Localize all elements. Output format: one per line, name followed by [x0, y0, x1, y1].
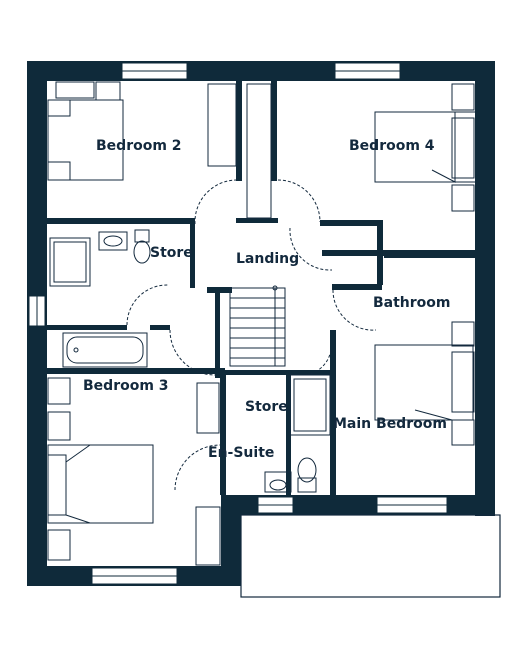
bed-bedroom-3 — [47, 444, 154, 524]
room-label-en-suite: En-Suite — [208, 445, 275, 461]
room-label-bedroom-3: Bedroom 3 — [83, 378, 169, 394]
bed-bedroom-2 — [47, 99, 124, 181]
door-swings — [126, 179, 377, 491]
balcony-outline — [240, 514, 501, 598]
bath — [62, 332, 148, 368]
room-label-bedroom-2: Bedroom 2 — [96, 138, 182, 154]
room-label-bedroom-4: Bedroom 4 — [349, 138, 435, 154]
bed-main — [374, 344, 474, 421]
bed-bedroom-4 — [374, 111, 456, 183]
windows — [28, 62, 448, 585]
room-label-store-lower: Store — [245, 399, 288, 415]
furniture — [47, 81, 475, 566]
staircase — [229, 285, 286, 367]
room-label-landing: Landing — [236, 251, 300, 267]
room-label-bathroom: Bathroom — [373, 295, 451, 311]
toilet-ensuite — [297, 477, 317, 493]
shower-ensuite — [289, 374, 331, 436]
sink-upper — [98, 231, 128, 251]
sink-ensuite — [264, 471, 292, 493]
shower-upper — [49, 237, 91, 287]
room-label-main-bedroom: Main Bedroom — [333, 416, 447, 432]
room-label-store-upper: Store — [150, 245, 193, 261]
internal-walls — [47, 81, 475, 495]
toilet-upper — [134, 229, 150, 243]
